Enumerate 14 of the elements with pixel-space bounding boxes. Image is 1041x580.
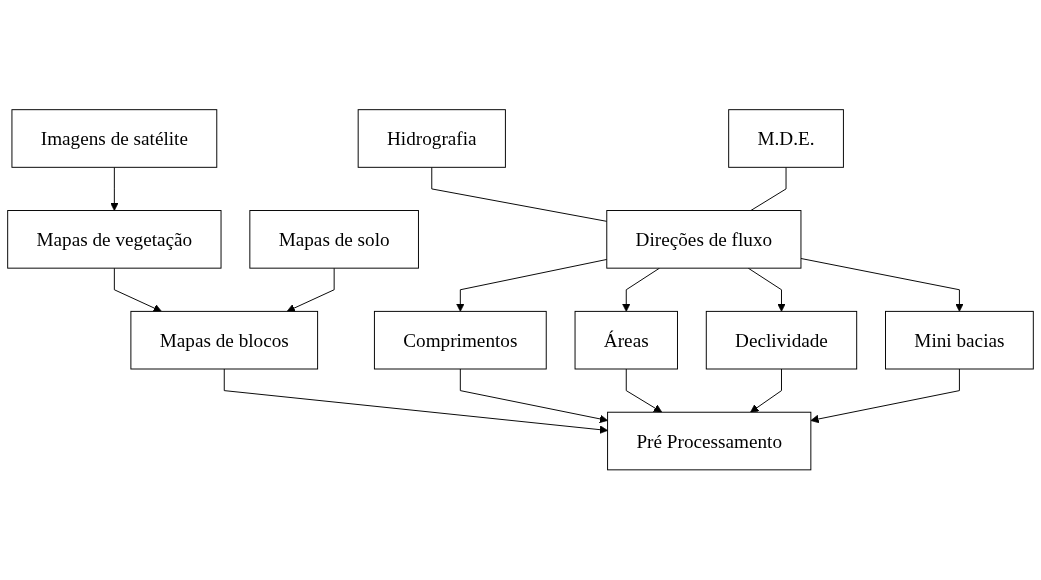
node-box: Mapas de solo: [249, 210, 419, 269]
node-box: Áreas: [574, 311, 678, 370]
connector: [431, 167, 608, 223]
node-box: Mini bacias: [885, 311, 1034, 370]
node-box: Declividade: [705, 311, 858, 370]
node-box: Hidrografia: [357, 109, 506, 169]
node-box: Mapas de blocos: [130, 311, 319, 370]
node-box: Comprimentos: [373, 311, 547, 370]
node-box: Direções de fluxo: [606, 210, 802, 269]
connector: [750, 167, 787, 212]
node-box: Imagens de satélite: [11, 109, 218, 169]
node-box: M.D.E.: [728, 109, 844, 169]
node-box: Mapas de vegetação: [7, 210, 222, 269]
node-box: Pré Processamento: [607, 411, 812, 471]
